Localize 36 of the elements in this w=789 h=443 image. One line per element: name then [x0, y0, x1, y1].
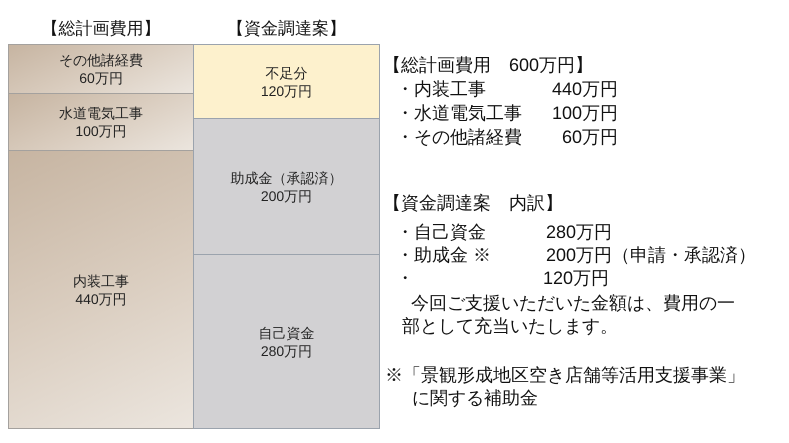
funding-block: [193, 254, 380, 429]
cost-block: [8, 150, 194, 429]
item-name: ・助成金 ※: [396, 244, 492, 267]
amount-text: 280万円: [546, 221, 612, 244]
amount-text: 60万円: [79, 69, 123, 87]
amount-text: 280万円: [260, 342, 312, 360]
amount-text: 100万円: [75, 122, 127, 140]
item-name: ・その他諸経費: [396, 126, 522, 149]
section-heading: 【総計画費用 600万円】: [383, 54, 594, 77]
item-name: ・水道電気工事: [396, 102, 522, 125]
amount-text: 60万円: [562, 126, 618, 149]
bullet-text: ・: [396, 267, 414, 290]
amount-text: 120万円: [543, 267, 610, 290]
item-name: ・自己資金: [396, 221, 486, 244]
column-heading: 【総計画費用】: [40, 18, 162, 40]
amount-text: 200万円: [260, 186, 312, 204]
note-text: 今回ご支援いただいた金額は、費用の一部として充当いたします。: [402, 292, 736, 338]
item-name: その他諸経費: [59, 51, 143, 69]
column-heading: 【資金調達案】: [226, 18, 347, 40]
amount-text: 200万円（申請・承認済）: [546, 244, 756, 267]
cost-block: [8, 93, 194, 151]
amount-text: 440万円: [552, 78, 618, 101]
amount-text: 440万円: [75, 290, 127, 308]
item-name: 自己資金: [258, 324, 314, 342]
amount-text: 120万円: [260, 82, 312, 100]
footnote-text: ※「景観形成地区空き店舗等活用支援事業」に関する補助金: [385, 364, 746, 410]
item-name: ・内装工事: [396, 78, 486, 101]
item-name: 内装工事: [73, 272, 129, 290]
funding-block: [193, 118, 380, 255]
funding-block: [193, 44, 380, 119]
item-name: 不足分: [266, 64, 308, 82]
item-name: 助成金（承認済）: [230, 168, 342, 186]
item-name: 水道電気工事: [59, 104, 143, 122]
cost-block: [8, 44, 194, 94]
amount-text: 100万円: [552, 102, 618, 125]
section-heading: 【資金調達案 内訳】: [383, 192, 563, 215]
